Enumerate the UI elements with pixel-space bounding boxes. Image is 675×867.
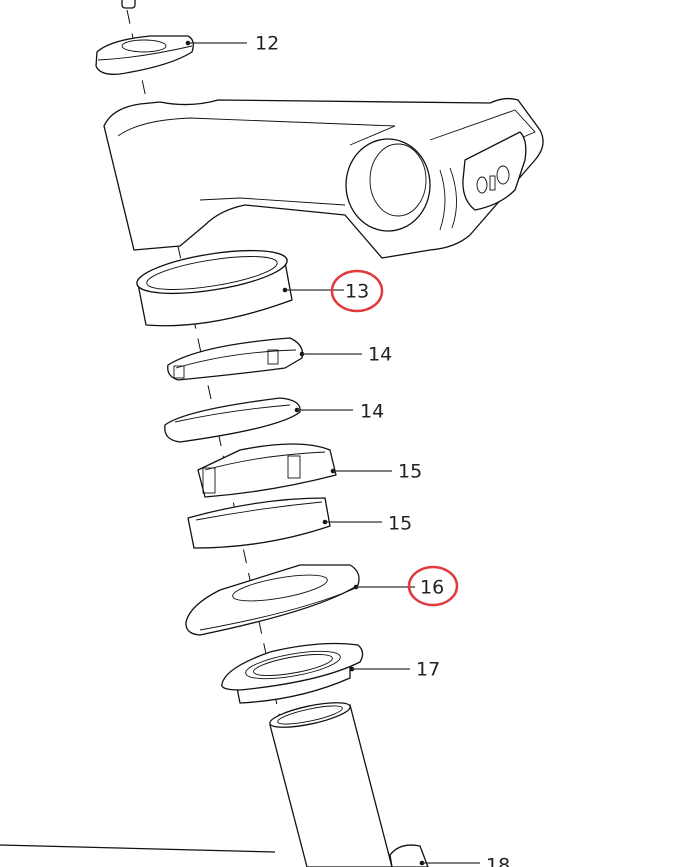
callout-18: 18: [419, 855, 510, 867]
callout-15-lower: 15: [322, 513, 412, 535]
callout-14-lower: 14: [294, 401, 384, 423]
callout-17: 17: [349, 659, 440, 681]
part-16-headset-cover: [185, 564, 360, 636]
callout-label: 17: [416, 659, 440, 681]
callout-label: 16: [420, 577, 444, 599]
callout-label: 12: [255, 33, 279, 55]
part-13-spacer: [136, 249, 293, 327]
stem: [103, 97, 544, 259]
callout-label: 14: [360, 401, 384, 423]
highlight-circle: [407, 565, 459, 607]
part-12-top-cap: [95, 35, 194, 75]
frame-line: [0, 844, 276, 853]
callout-14-upper: 14: [299, 344, 392, 366]
highlight-circle: [330, 269, 384, 313]
callout-16: 16: [353, 565, 459, 607]
part-15-ring-upper: [197, 443, 337, 498]
callout-12: 12: [185, 33, 279, 55]
callout-label: 14: [368, 344, 392, 366]
part-17-bearing-cup: [221, 642, 364, 704]
part-14-clip-lower: [164, 397, 301, 443]
callout-label: 18: [486, 855, 510, 867]
part-15-ring-lower: [187, 497, 331, 549]
steerer-tube: [269, 702, 393, 867]
part-14-clip-upper: [167, 337, 304, 381]
callout-13: 13: [282, 269, 384, 313]
top-bolt: [121, 0, 136, 9]
callout-15-upper: 15: [330, 461, 422, 483]
callout-label: 15: [398, 461, 422, 483]
callout-label: 15: [388, 513, 412, 535]
callout-label: 13: [345, 281, 369, 303]
